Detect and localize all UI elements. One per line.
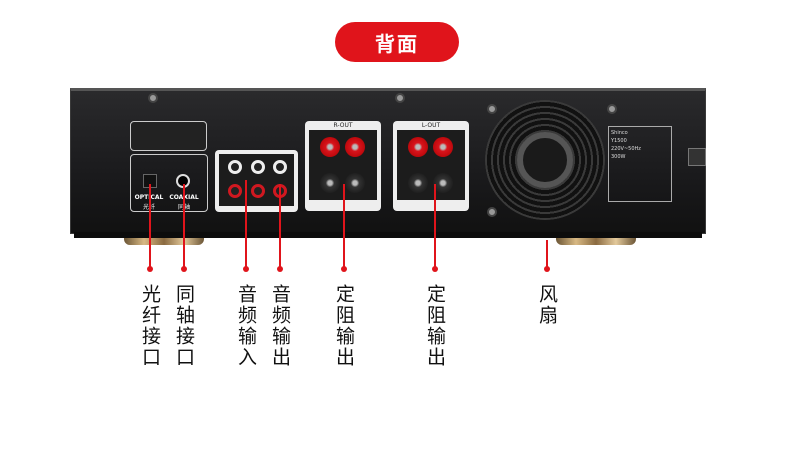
callout-line (245, 180, 247, 268)
screw (487, 207, 497, 217)
callout-label: 定阻输出 (424, 284, 446, 368)
rca-jack-white[interactable] (228, 160, 242, 174)
chassis-base (74, 232, 702, 238)
callout-line (434, 184, 436, 268)
callout-line (183, 184, 185, 268)
fan-hub (517, 132, 573, 188)
rating-model: Y1500 (611, 138, 627, 144)
callout-line (343, 184, 345, 268)
section-title-badge: 背面 (335, 22, 459, 62)
speaker-terminal-red[interactable] (408, 137, 428, 157)
rca-jack-red[interactable] (251, 184, 265, 198)
screw (607, 104, 617, 114)
callout-label: 定阻输出 (333, 284, 355, 368)
r-out-label: R-OUT (333, 122, 353, 129)
l-out-inner (397, 130, 465, 200)
callout-label: 风扇 (536, 284, 558, 326)
optical-label: OPTICAL (134, 194, 164, 201)
speaker-terminal-red[interactable] (433, 137, 453, 157)
callout-label: 光纤接口 (139, 284, 161, 368)
speaker-terminal-black[interactable] (408, 173, 428, 193)
power-cord-inlet[interactable] (688, 148, 706, 166)
speaker-terminal-red[interactable] (345, 137, 365, 157)
callout-dot (544, 266, 550, 272)
callout-label: 同轴接口 (173, 284, 195, 368)
warning-label (130, 121, 207, 151)
callout-label: 音频输出 (269, 284, 291, 368)
callout-line (279, 184, 281, 268)
screw (395, 93, 405, 103)
callout-line (546, 240, 548, 268)
optical-cn-label: 光纤 (134, 202, 164, 211)
screw (148, 93, 158, 103)
speaker-terminal-black[interactable] (433, 173, 453, 193)
callout-line (149, 184, 151, 268)
callout-dot (181, 266, 187, 272)
callout-dot (147, 266, 153, 272)
digital-input-panel (130, 154, 208, 212)
rating-power: 300W (611, 154, 626, 160)
speaker-terminal-black[interactable] (320, 173, 340, 193)
rca-jack-white[interactable] (273, 160, 287, 174)
callout-dot (277, 266, 283, 272)
callout-dot (432, 266, 438, 272)
rca-jack-white[interactable] (251, 160, 265, 174)
callout-dot (341, 266, 347, 272)
l-out-label: L-OUT (421, 122, 441, 129)
speaker-terminal-red[interactable] (320, 137, 340, 157)
screw (487, 104, 497, 114)
rating-label: Shinco Y1500 220V~50Hz 300W (608, 126, 672, 202)
speaker-terminal-black[interactable] (345, 173, 365, 193)
callout-dot (243, 266, 249, 272)
rating-brand: Shinco (611, 130, 628, 136)
callout-label: 音频输入 (235, 284, 257, 368)
rating-voltage: 220V~50Hz (611, 146, 641, 152)
rca-jack-red[interactable] (228, 184, 242, 198)
